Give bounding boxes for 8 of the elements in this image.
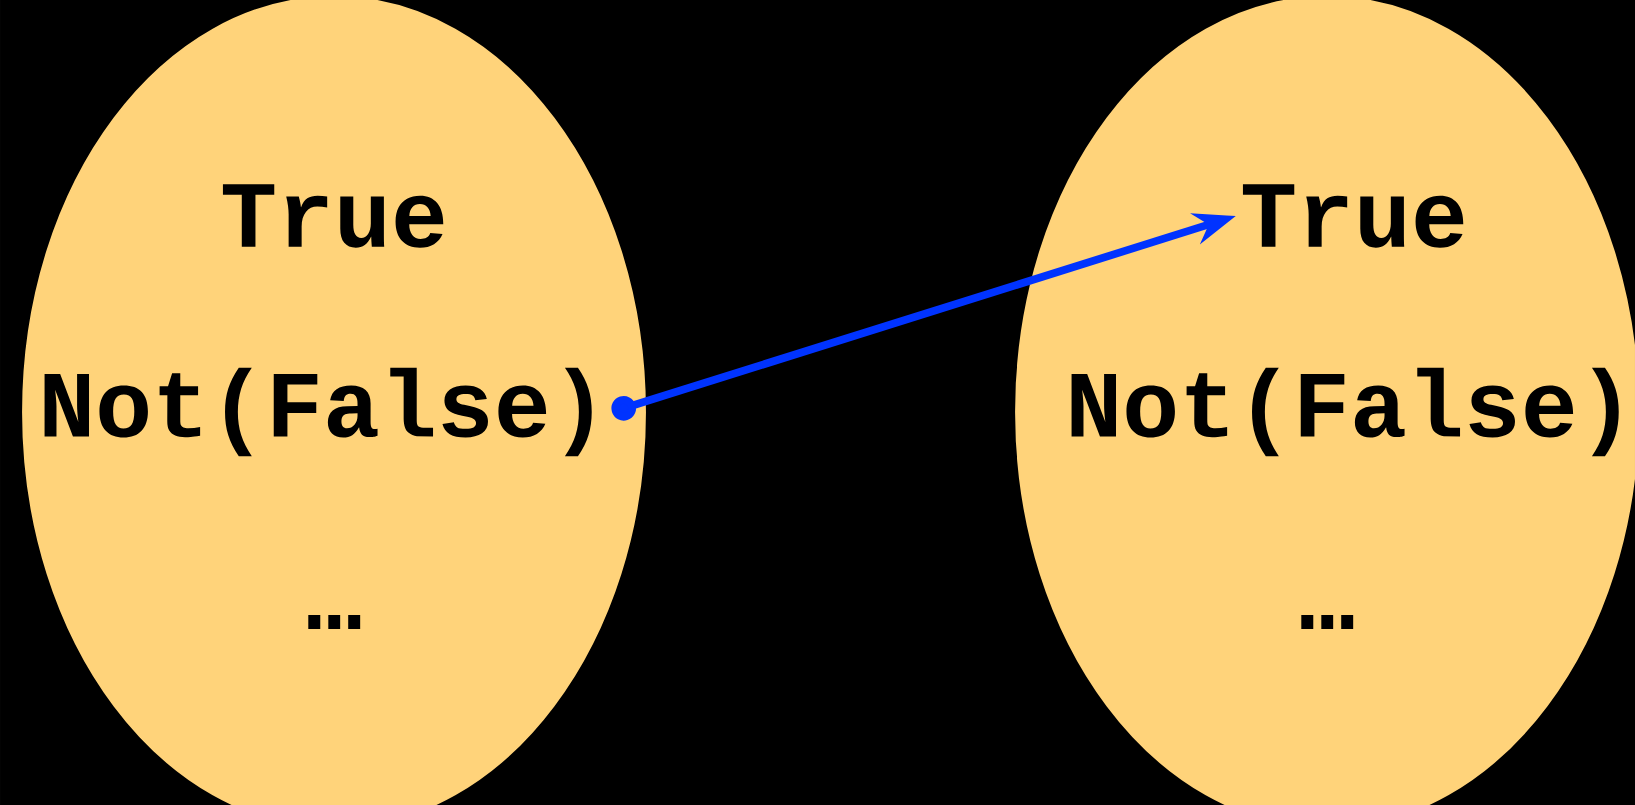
set-element: True [222, 184, 444, 248]
set-ellipse [1012, 0, 1635, 805]
set-element: Not(False) [44, 367, 592, 457]
set-element: … [308, 614, 361, 630]
set-ellipse [19, 0, 649, 805]
set-element: True [1242, 184, 1464, 248]
set-element: Not(False) [1071, 367, 1619, 457]
set-element: … [1301, 614, 1354, 630]
